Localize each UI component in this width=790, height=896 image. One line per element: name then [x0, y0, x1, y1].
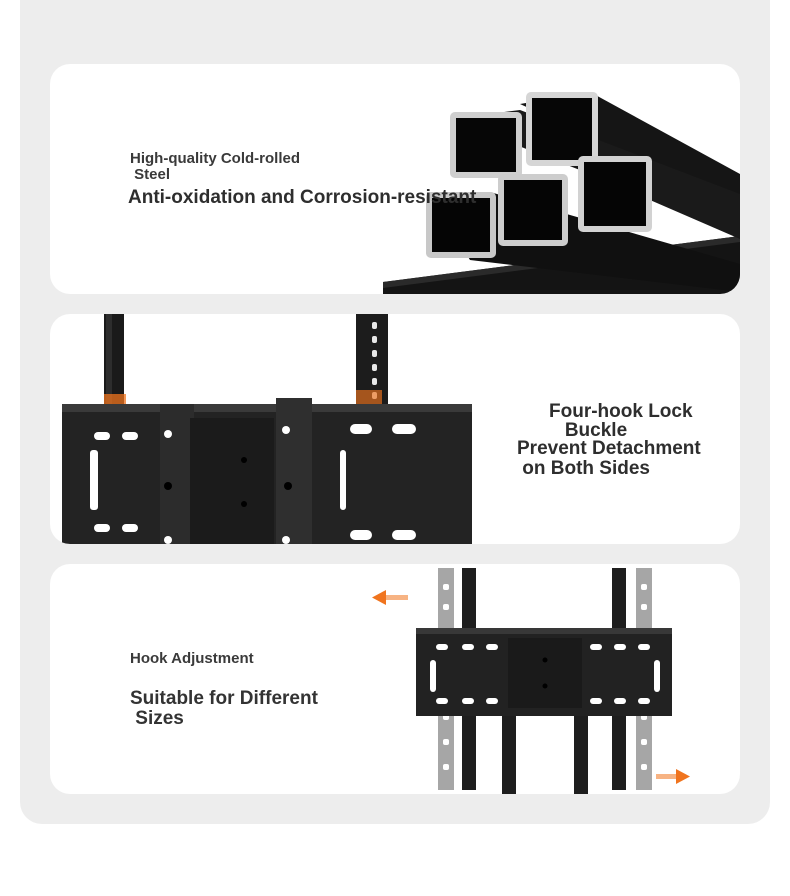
hook-lock-line1: Four-hook Lock — [549, 401, 693, 422]
feature-panel-hook-lock: Four-hook Lock Buckle Prevent Detachment… — [50, 314, 740, 544]
hook-adjust-line2: Sizes — [130, 708, 184, 729]
hook-lock-line2: Buckle — [549, 420, 628, 441]
mount-plate — [62, 398, 472, 544]
arrow-right-icon — [656, 769, 690, 784]
hook-adjustment-bracket-image — [372, 568, 690, 794]
hook-adjust-line1: Suitable for Different — [130, 688, 318, 709]
steel-tube-back-right — [526, 92, 598, 166]
mount-plate-adjustable — [416, 628, 672, 716]
steel-tube-back-left — [450, 112, 522, 178]
steel-subtitle: Anti-oxidation and Corrosion-resistant — [128, 187, 477, 208]
hook-adjust-title: Hook Adjustment — [130, 650, 254, 667]
arrow-left-icon — [372, 590, 408, 605]
hook-lock-bracket-image — [62, 314, 472, 544]
hook-lock-line3: Prevent Detachment — [517, 438, 701, 459]
feature-panel-hook-adjustment: Hook Adjustment Suitable for Different S… — [50, 564, 740, 794]
steel-title-line2: Steel — [130, 166, 171, 183]
steel-tube-front-left — [426, 192, 496, 258]
steel-tube-front-right — [578, 156, 652, 232]
steel-title-line1: High-quality Cold-rolled — [130, 150, 300, 167]
feature-panel-steel: High-quality Cold-rolled Steel — [50, 64, 740, 294]
hook-lock-line4: on Both Sides — [517, 458, 650, 479]
steel-tubes-image — [383, 92, 740, 294]
steel-tube-front-middle — [498, 174, 568, 246]
